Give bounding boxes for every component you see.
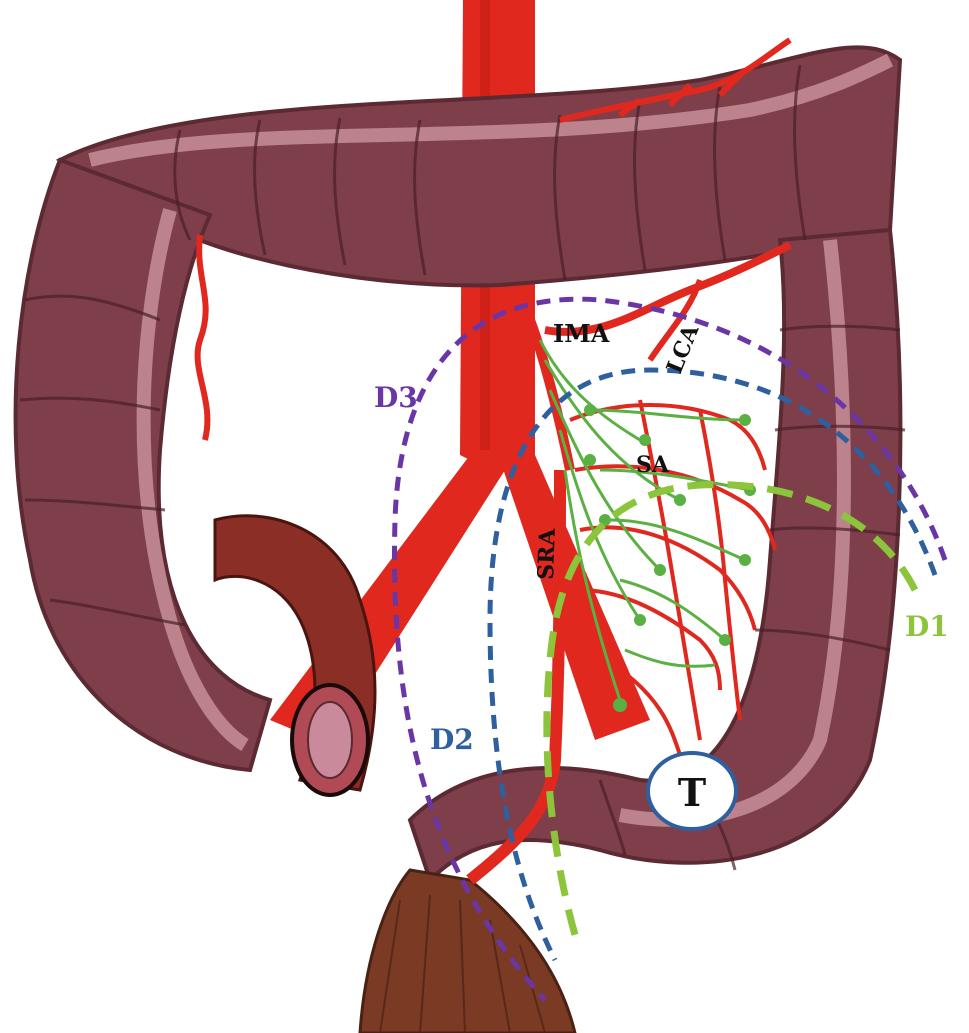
sa-label: SA xyxy=(636,452,670,478)
d2-boundary xyxy=(487,367,938,962)
transverse-taenia xyxy=(88,53,894,167)
d1-boundary xyxy=(543,481,919,947)
sra-label: SRA xyxy=(533,527,561,580)
d2-label: D2 xyxy=(430,723,474,756)
descending-colon xyxy=(407,227,903,884)
right-common-iliac-artery xyxy=(500,455,650,740)
lca-branch-up xyxy=(647,279,703,362)
marginal-arteries xyxy=(194,37,792,441)
ileum-lumen-inner xyxy=(307,701,353,779)
d3-boundary xyxy=(392,296,948,1002)
sra-vessel xyxy=(466,469,566,885)
lca-label: LCA xyxy=(661,320,704,377)
tumor-marker xyxy=(646,751,738,831)
rectum-folds xyxy=(379,894,546,1033)
lymphatic-vessels xyxy=(538,339,751,701)
d3-label: D3 xyxy=(374,381,418,414)
rectum xyxy=(358,868,577,1033)
ascending-taenia xyxy=(136,208,249,752)
lca-vessel xyxy=(544,241,792,336)
ima-label: IMA xyxy=(553,319,610,348)
d1-label: D1 xyxy=(905,610,949,643)
lymph-nodes xyxy=(584,404,756,712)
tumor-label: T xyxy=(678,770,706,815)
transverse-colon xyxy=(55,45,903,288)
sigmoid-arcades xyxy=(569,399,777,756)
